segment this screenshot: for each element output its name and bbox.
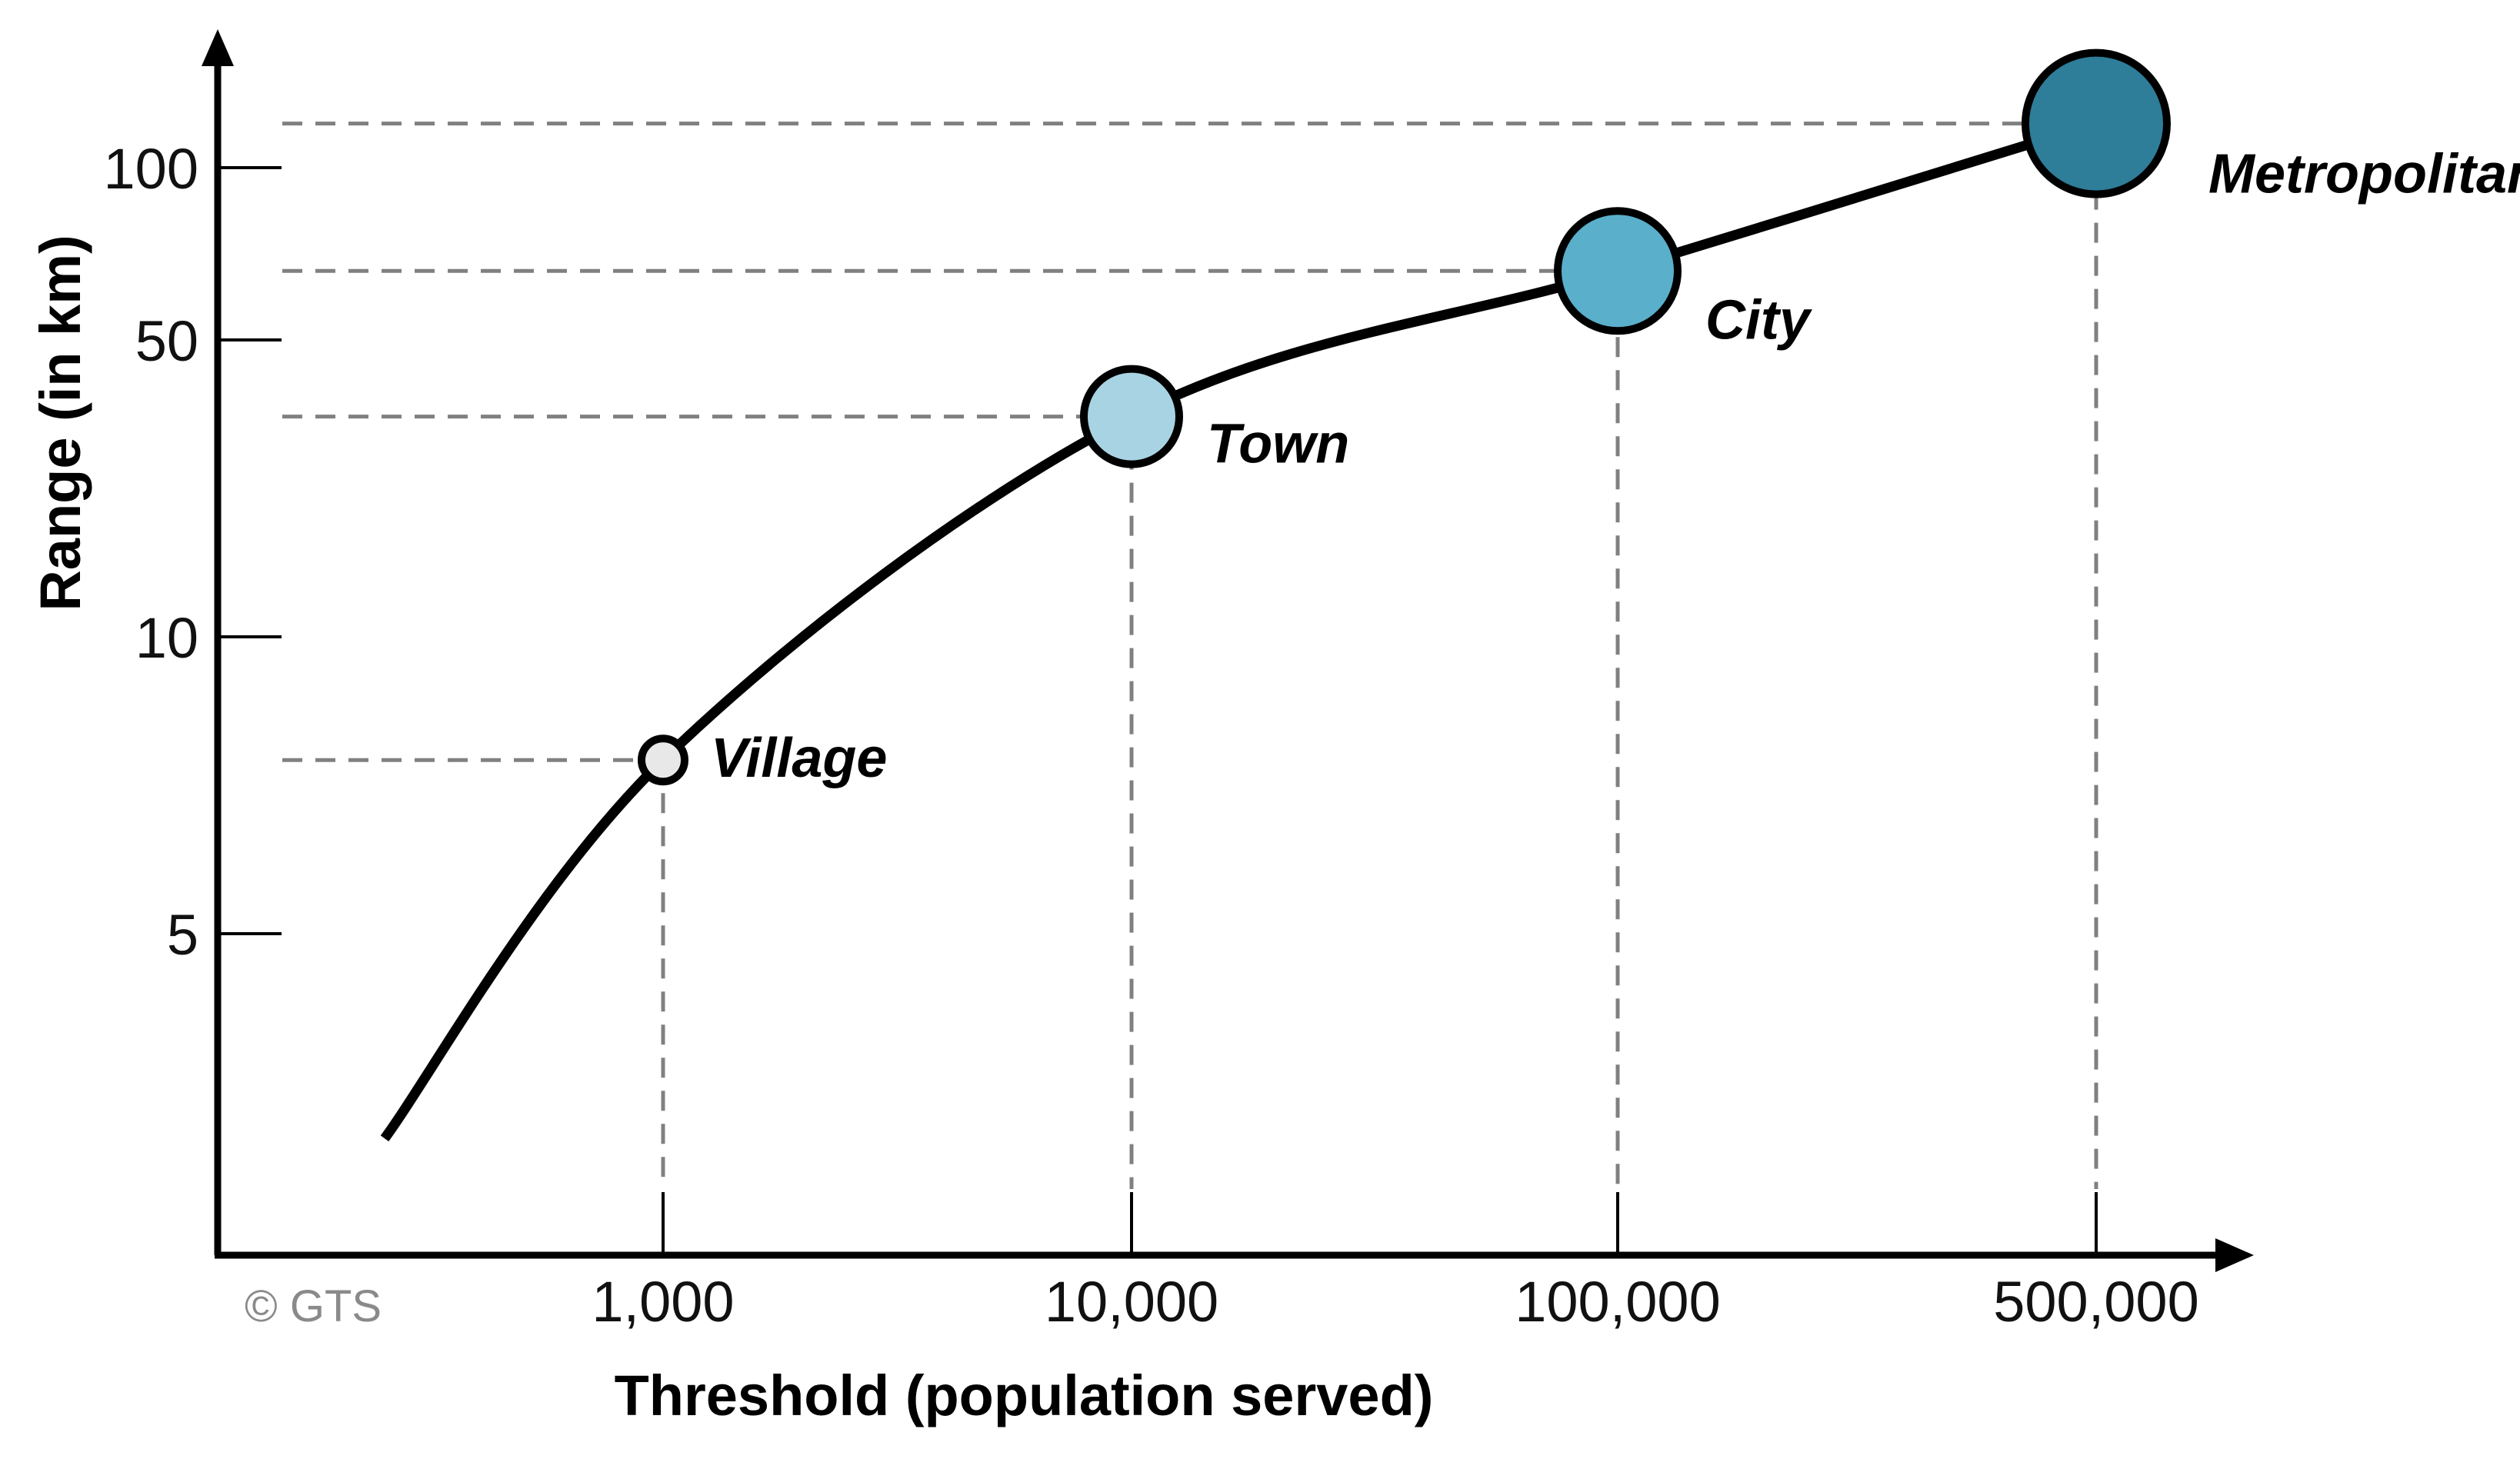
point-labels: Village Town City Metropolitan (711, 144, 2520, 790)
axes (202, 29, 2254, 1272)
point-marker-city (1554, 207, 1682, 335)
point-label-metropolitan: Metropolitan (2208, 144, 2520, 205)
y-axis-title: Range (in km) (28, 235, 92, 611)
x-tick-label: 500,000 (1993, 1270, 2199, 1334)
y-tick-label: 10 (135, 606, 198, 670)
point-marker-village (638, 734, 688, 786)
credit-text: © GTS (245, 1281, 382, 1331)
point-marker-metropolitan (2022, 48, 2171, 198)
x-tick-label: 10,000 (1045, 1270, 1218, 1334)
x-tick-label: 100,000 (1515, 1270, 1721, 1334)
point-marker-town (1080, 365, 1183, 468)
x-tick-label: 1,000 (592, 1270, 734, 1334)
y-tick-label: 100 (104, 137, 198, 201)
point-label-village: Village (711, 728, 887, 789)
y-axis-arrow (202, 29, 234, 66)
guide-lines (282, 122, 2098, 1189)
ticks: 1,000 10,000 100,000 500,000 5 10 50 100 (104, 137, 2199, 1334)
point-label-city: City (1705, 289, 1813, 351)
curve-layer (380, 118, 2098, 1142)
x-axis-title: Threshold (population served) (615, 1364, 1434, 1427)
y-tick-label: 5 (167, 903, 198, 967)
markers (638, 48, 2171, 786)
range-curve (380, 118, 2098, 1142)
y-tick-label: 50 (135, 309, 198, 373)
x-axis-arrow (2215, 1238, 2254, 1272)
point-label-town: Town (1207, 414, 1349, 475)
